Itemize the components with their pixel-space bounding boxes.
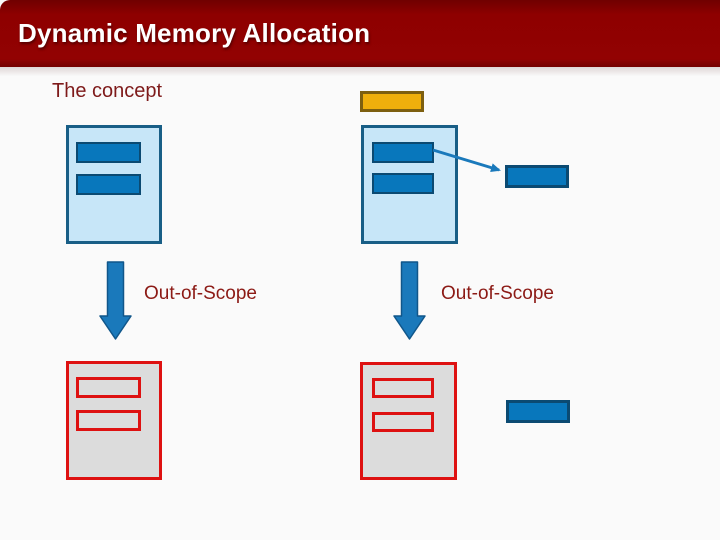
down-arrow-icon bbox=[99, 261, 132, 340]
stack-frame-box-right bbox=[361, 125, 458, 244]
freed-variable-bar bbox=[76, 377, 141, 398]
freed-frame-box-right bbox=[360, 362, 457, 480]
slide-title: Dynamic Memory Allocation bbox=[18, 18, 371, 48]
down-arrow-icon bbox=[393, 261, 426, 340]
heap-block-allocated bbox=[505, 165, 569, 188]
variable-bar bbox=[76, 174, 141, 195]
variable-bar bbox=[76, 142, 141, 163]
stack-frame-box-left bbox=[66, 125, 162, 244]
freed-variable-bar bbox=[372, 412, 434, 432]
heap-block-leaked bbox=[506, 400, 570, 423]
freed-frame-box-left bbox=[66, 361, 162, 480]
pointer-variable-block bbox=[360, 91, 424, 112]
header-shadow bbox=[0, 67, 720, 78]
variable-bar bbox=[372, 173, 434, 194]
title-bar: Dynamic Memory Allocation bbox=[0, 0, 720, 67]
out-of-scope-label-left: Out-of-Scope bbox=[144, 283, 257, 304]
pointer-arrow-icon bbox=[432, 148, 501, 172]
out-of-scope-label-right: Out-of-Scope bbox=[441, 283, 554, 304]
pointer-variable-bar bbox=[372, 142, 434, 163]
freed-variable-bar bbox=[76, 410, 141, 431]
freed-variable-bar bbox=[372, 378, 434, 398]
slide-subtitle: The concept bbox=[52, 80, 163, 102]
